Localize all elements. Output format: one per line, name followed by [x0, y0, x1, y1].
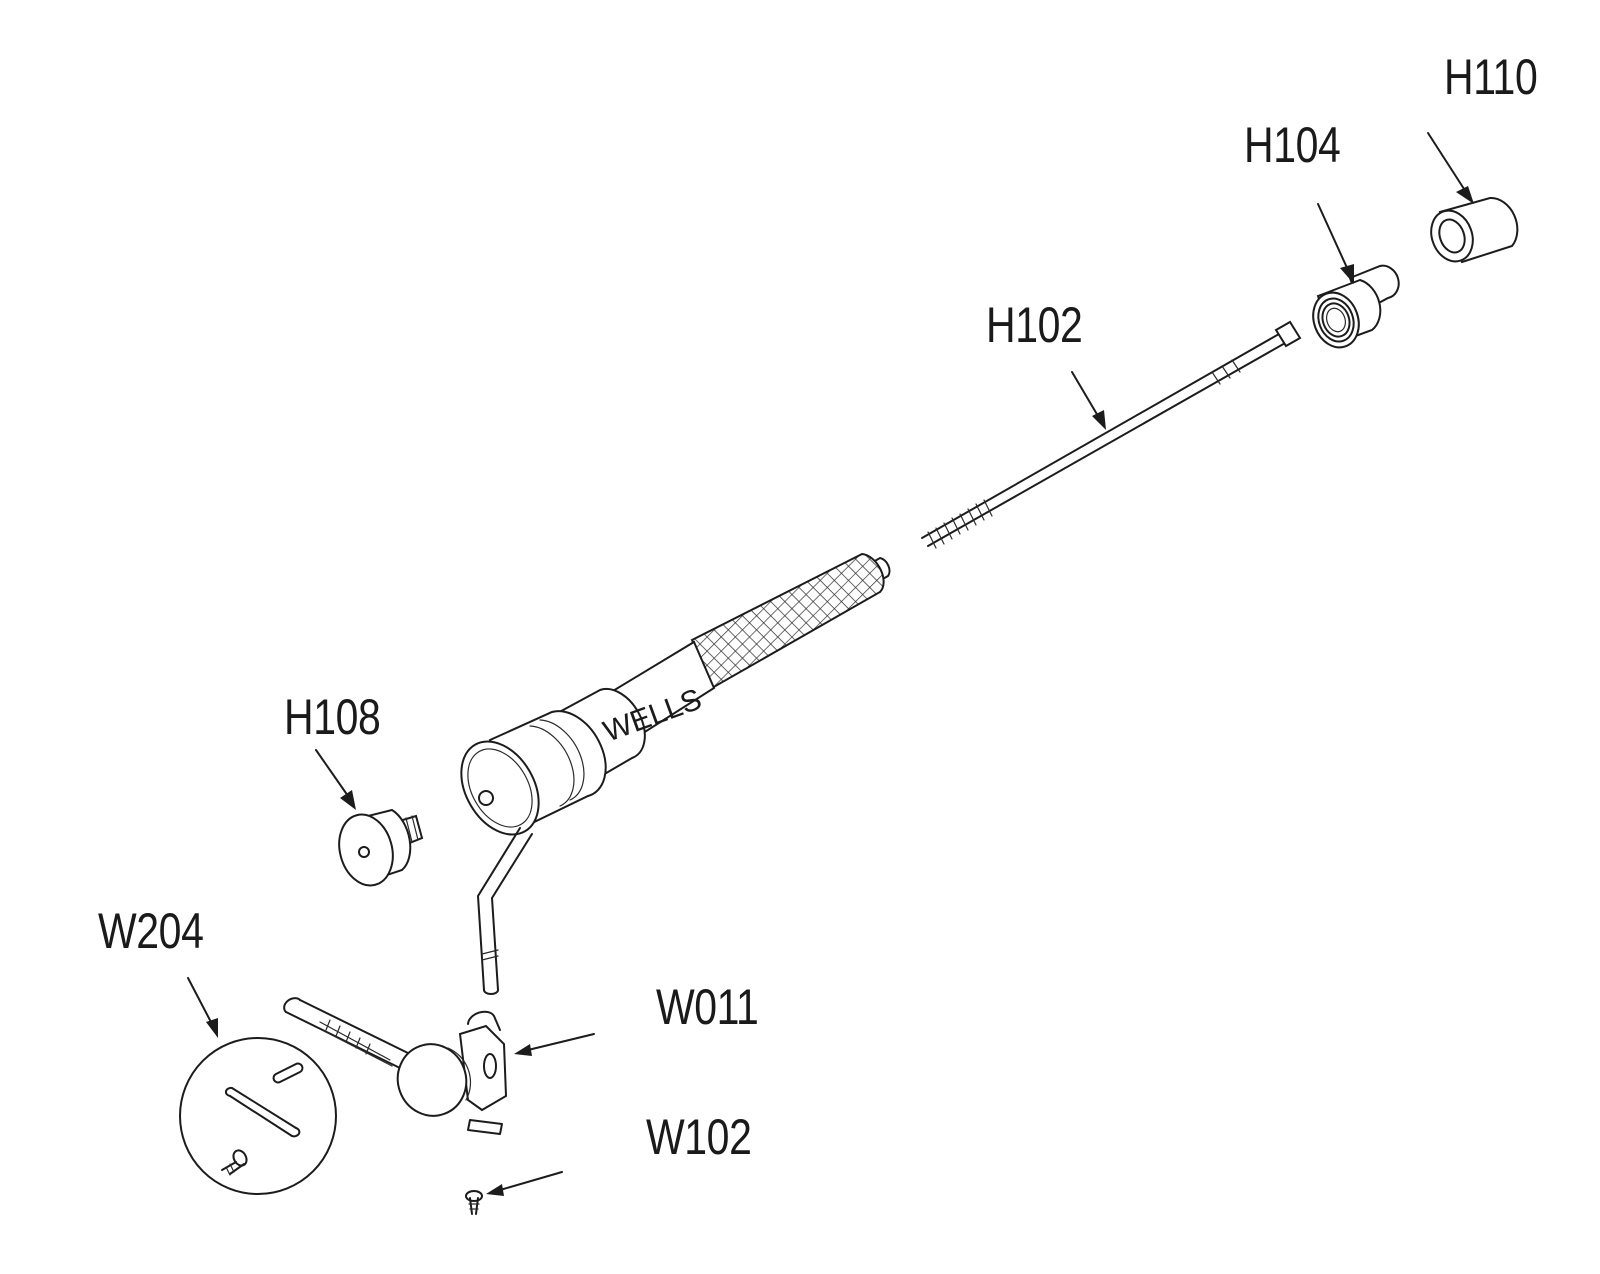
leader-arrow-w102 — [486, 1171, 563, 1196]
label-h104: H104 — [1244, 117, 1341, 173]
part-w204-hardware-kit — [179, 1037, 337, 1195]
part-w011-w102-assembly — [283, 997, 508, 1135]
part-h102-shaft — [921, 320, 1302, 549]
label-h110: H110 — [1444, 49, 1538, 105]
part-w102-screw — [465, 1190, 483, 1215]
label-w102: W102 — [646, 1109, 752, 1165]
part-handle — [460, 552, 891, 995]
part-h108-knob — [338, 808, 424, 887]
label-h108: H108 — [284, 689, 381, 745]
leader-arrow-h104 — [1317, 203, 1354, 284]
leader-arrow-h108 — [315, 749, 356, 810]
label-w204: W204 — [98, 903, 204, 959]
part-h110-sleeve — [1430, 196, 1519, 264]
leader-arrow-h102 — [1071, 371, 1106, 430]
leader-arrow-h110 — [1427, 132, 1474, 204]
part-h104-cap — [1312, 264, 1400, 349]
label-h102: H102 — [986, 297, 1083, 353]
leader-arrow-w011 — [514, 1033, 595, 1056]
leader-arrow-w204 — [187, 977, 218, 1038]
label-w011: W011 — [656, 979, 759, 1035]
